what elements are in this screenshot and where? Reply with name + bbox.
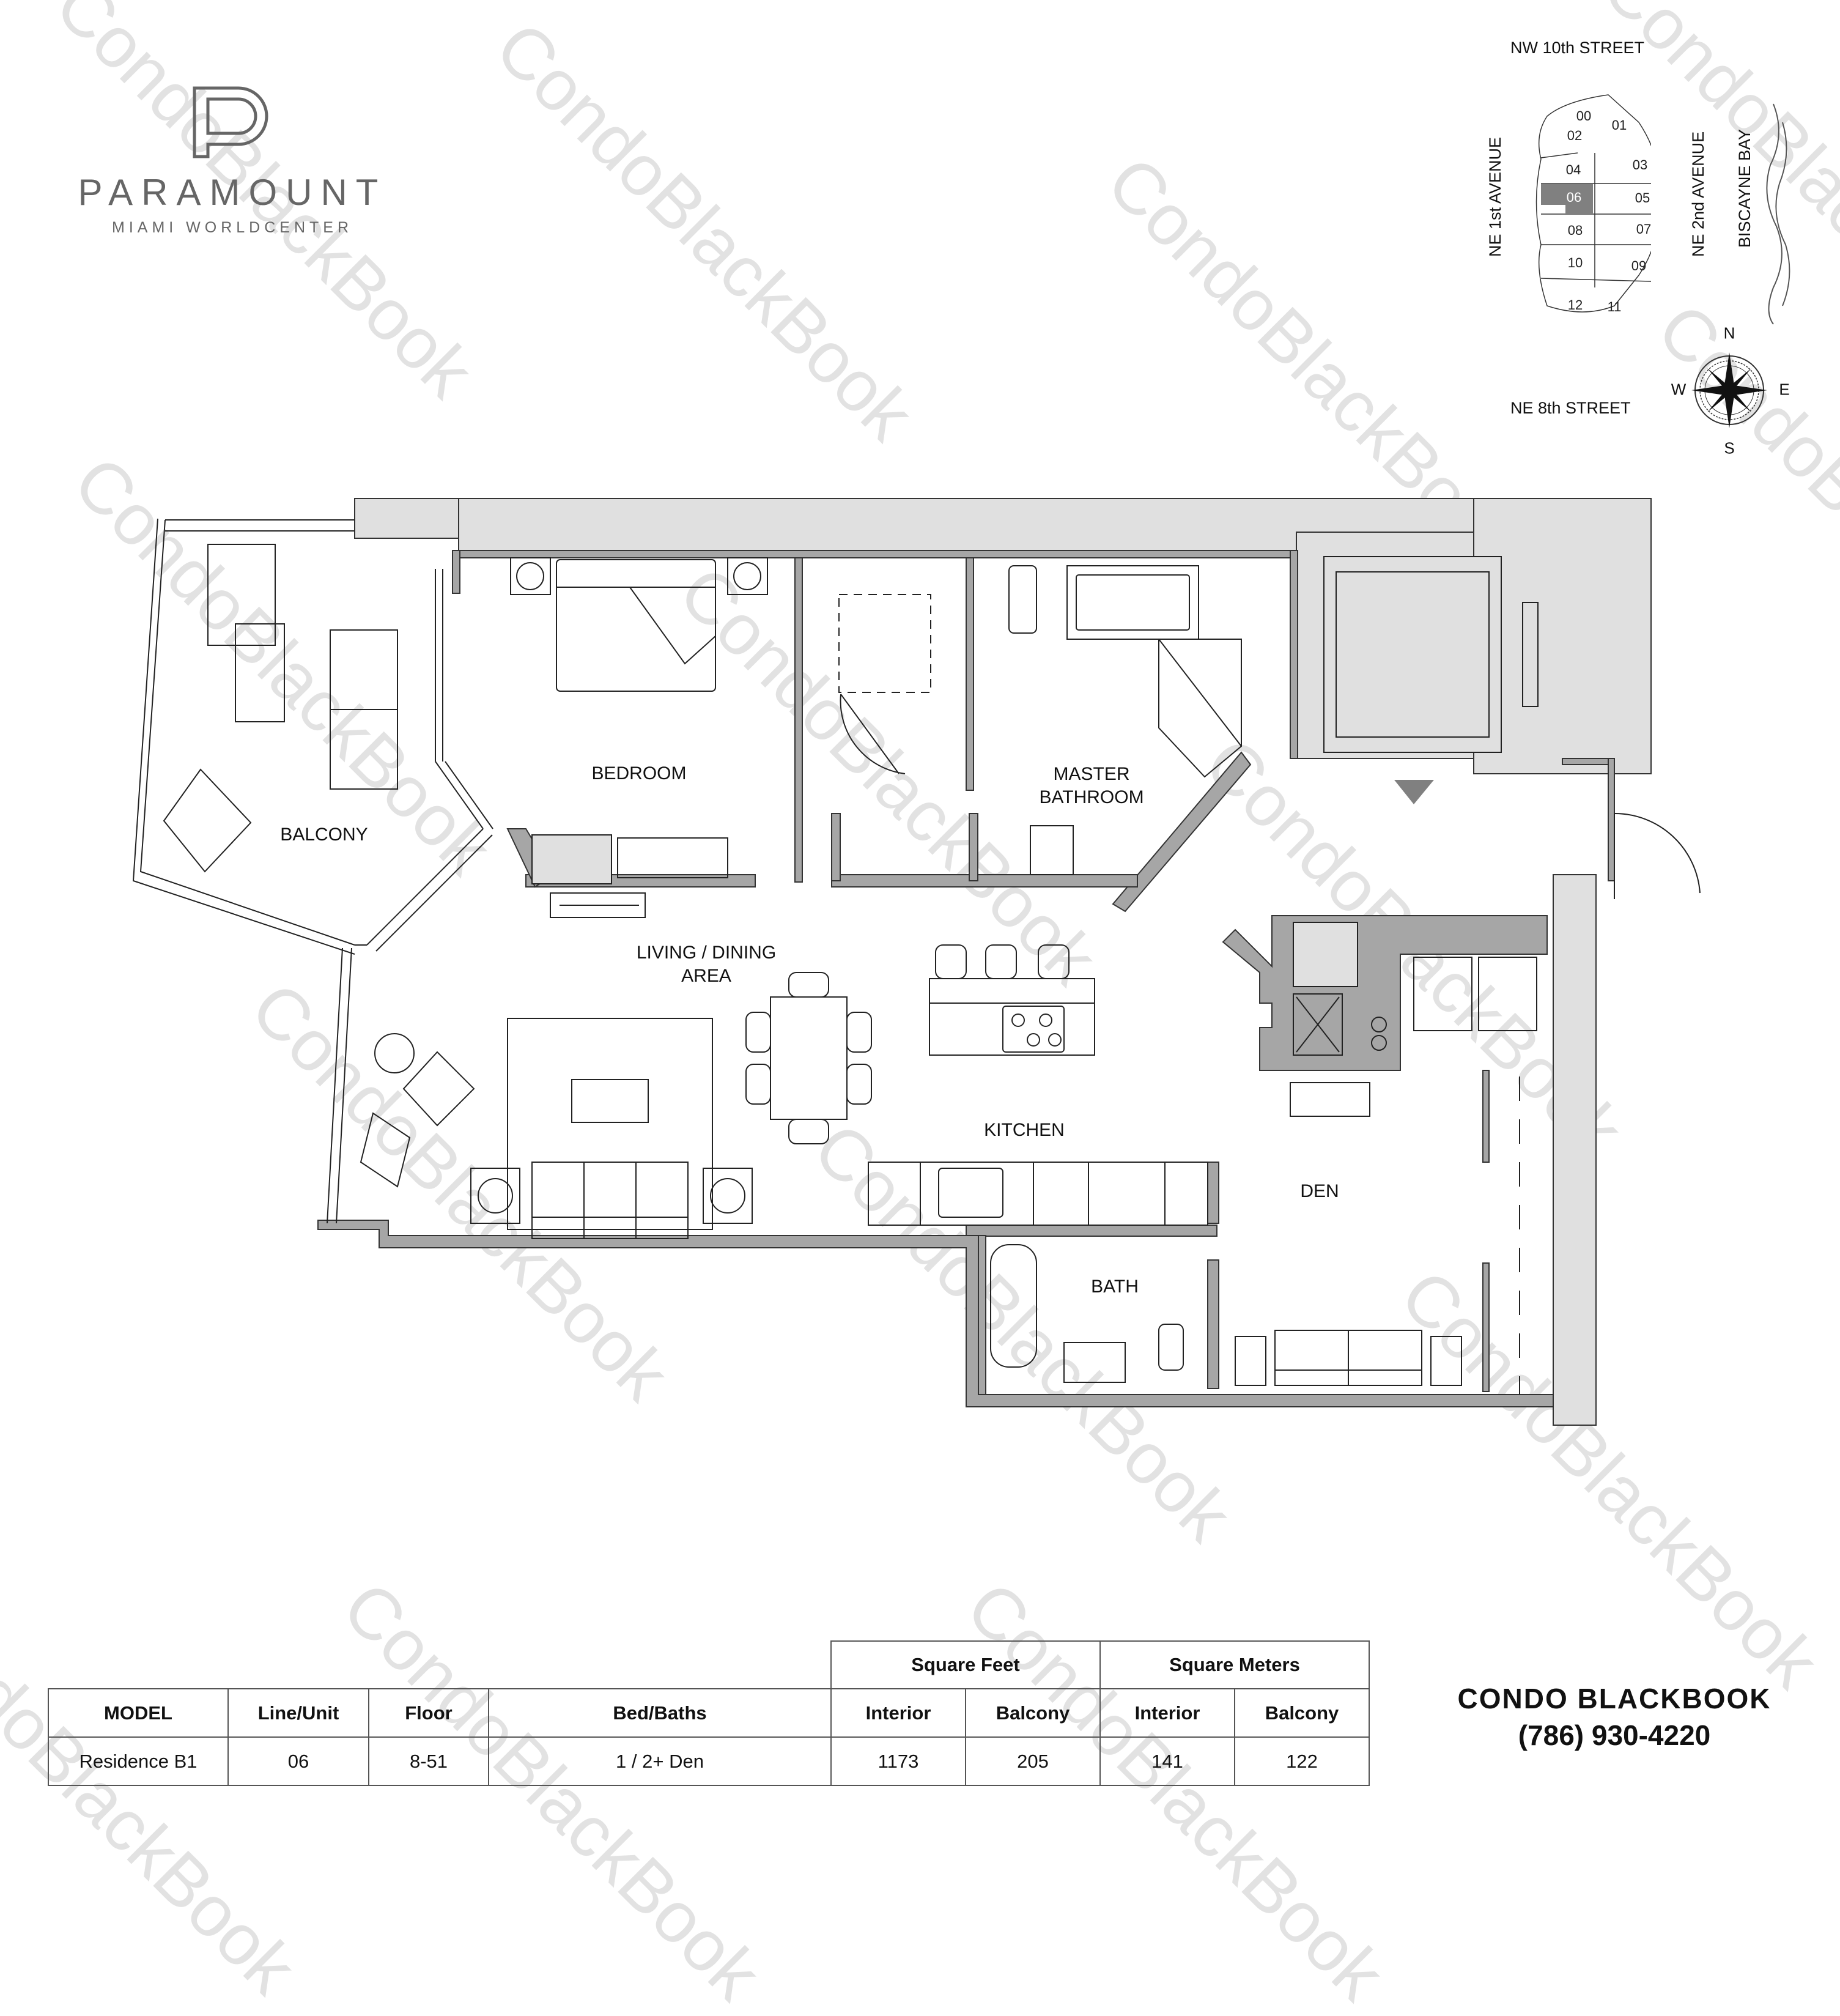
cell-sqft-interior: 1173 [830,1736,966,1786]
header-square-feet: Square Feet [830,1640,1101,1689]
unit-00: 00 [1576,108,1592,124]
unit-06-selected: 06 [1566,190,1582,205]
balcony-outline [132,518,493,1224]
paramount-p-mark-icon [193,86,268,158]
cell-sqft-balcony: 205 [965,1736,1101,1786]
cell-bed-baths: 1 / 2+ Den [488,1736,832,1786]
room-label-master-bathroom: MASTER BATHROOM [1039,764,1144,807]
bay-waves-icon [1766,103,1790,325]
unit-specs-table: Square Feet Square Meters MODEL Line/Uni… [48,1640,1370,1786]
header-bed-baths: Bed/Baths [488,1688,832,1738]
table-row: Residence B1 06 8-51 1 / 2+ Den 1173 205… [48,1736,1370,1786]
bedroom-furniture [510,557,768,918]
entry-door [1614,812,1701,894]
unit-07: 07 [1636,221,1652,237]
compass-south: S [1724,439,1735,458]
living-furniture [360,972,872,1239]
street-south: NE 8th STREET [1510,399,1631,417]
walk-in-closet [838,594,931,774]
room-label-bedroom: BEDROOM [591,763,687,784]
unit-02: 02 [1567,128,1583,143]
condo-blackbook-contact: CONDO BLACKBOOK (786) 930-4220 [1400,1682,1828,1752]
elevator-lobby [1323,556,1539,753]
contact-brand-light: CONDO [1457,1683,1568,1714]
header-floor: Floor [368,1688,489,1738]
room-label-balcony: BALCONY [280,825,368,845]
room-label-bath: BATH [1091,1277,1139,1297]
header-sqm-interior: Interior [1099,1688,1235,1738]
unit-09: 09 [1631,258,1647,273]
cell-sqm-balcony: 122 [1234,1736,1370,1786]
tower-outline-icon [1535,94,1651,313]
unit-05: 05 [1635,190,1650,206]
kitchen-island [929,944,1095,1056]
laundry [1290,957,1537,1117]
balcony-furniture [163,544,398,873]
compass-rose-icon [1691,352,1767,428]
bath-fixtures [990,1077,1520,1395]
unit-11: 11 [1607,299,1622,314]
biscayne-bay-label: BISCAYNE BAY [1735,128,1754,248]
header-square-meters: Square Meters [1099,1640,1370,1689]
paramount-logo: PARAMOUNT MIAMI WORLDCENTER [67,80,397,251]
contact-brand: CONDO BLACKBOOK [1400,1682,1828,1715]
street-west: NE 1st AVENUE [1486,136,1504,257]
street-north: NW 10th STREET [1510,39,1645,57]
header-line-unit: Line/Unit [227,1688,369,1738]
entry-arrow-icon [1394,780,1434,804]
master-bath-fixtures [1008,565,1242,875]
kitchen-counter [868,1162,1208,1226]
built-ins [531,834,1358,987]
room-label-living-dining: LIVING / DINING AREA [636,943,777,986]
unit-04: 04 [1565,162,1581,177]
unit-01: 01 [1611,117,1627,133]
room-label-kitchen: KITCHEN [984,1120,1065,1140]
brand-name: PARAMOUNT [78,172,387,213]
header-model: MODEL [48,1688,229,1738]
floor-plan [132,498,1701,1426]
compass-west: W [1671,380,1687,399]
compass-north: N [1723,324,1735,343]
unit-03: 03 [1632,157,1648,172]
unit-12: 12 [1567,297,1583,313]
compass-east: E [1779,380,1790,399]
header-sqft-balcony: Balcony [965,1688,1101,1738]
brand-subtitle: MIAMI WORLDCENTER [112,219,353,236]
unit-08: 08 [1567,223,1583,238]
cell-line-unit: 06 [227,1736,369,1786]
contact-brand-bold: BLACKBOOK [1577,1683,1772,1714]
cell-sqm-interior: 141 [1099,1736,1235,1786]
street-east: NE 2nd AVENUE [1689,131,1707,257]
cell-model: Residence B1 [48,1736,229,1786]
cell-floor: 8-51 [368,1736,489,1786]
contact-phone[interactable]: (786) 930-4220 [1518,1719,1711,1751]
header-sqft-interior: Interior [830,1688,966,1738]
room-label-den: DEN [1300,1181,1339,1201]
unit-10: 10 [1567,255,1583,270]
header-sqm-balcony: Balcony [1234,1688,1370,1738]
